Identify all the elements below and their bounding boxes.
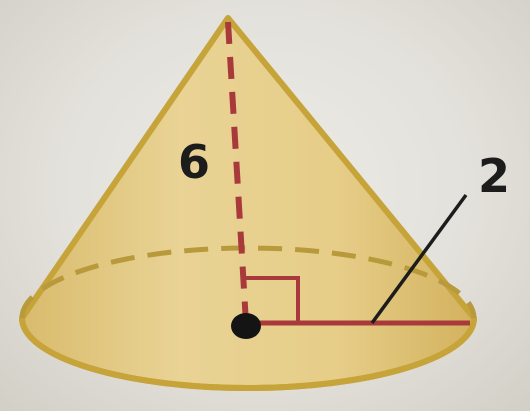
base-front-edge (19, 317, 477, 391)
radius-label: 2 (478, 149, 510, 203)
right-angle-marker (243, 276, 300, 323)
base-hidden-edge (19, 245, 477, 319)
center-point (231, 313, 261, 339)
radius-leader-line (370, 193, 468, 325)
height-label: 6 (178, 135, 210, 189)
height-line (225, 21, 249, 324)
